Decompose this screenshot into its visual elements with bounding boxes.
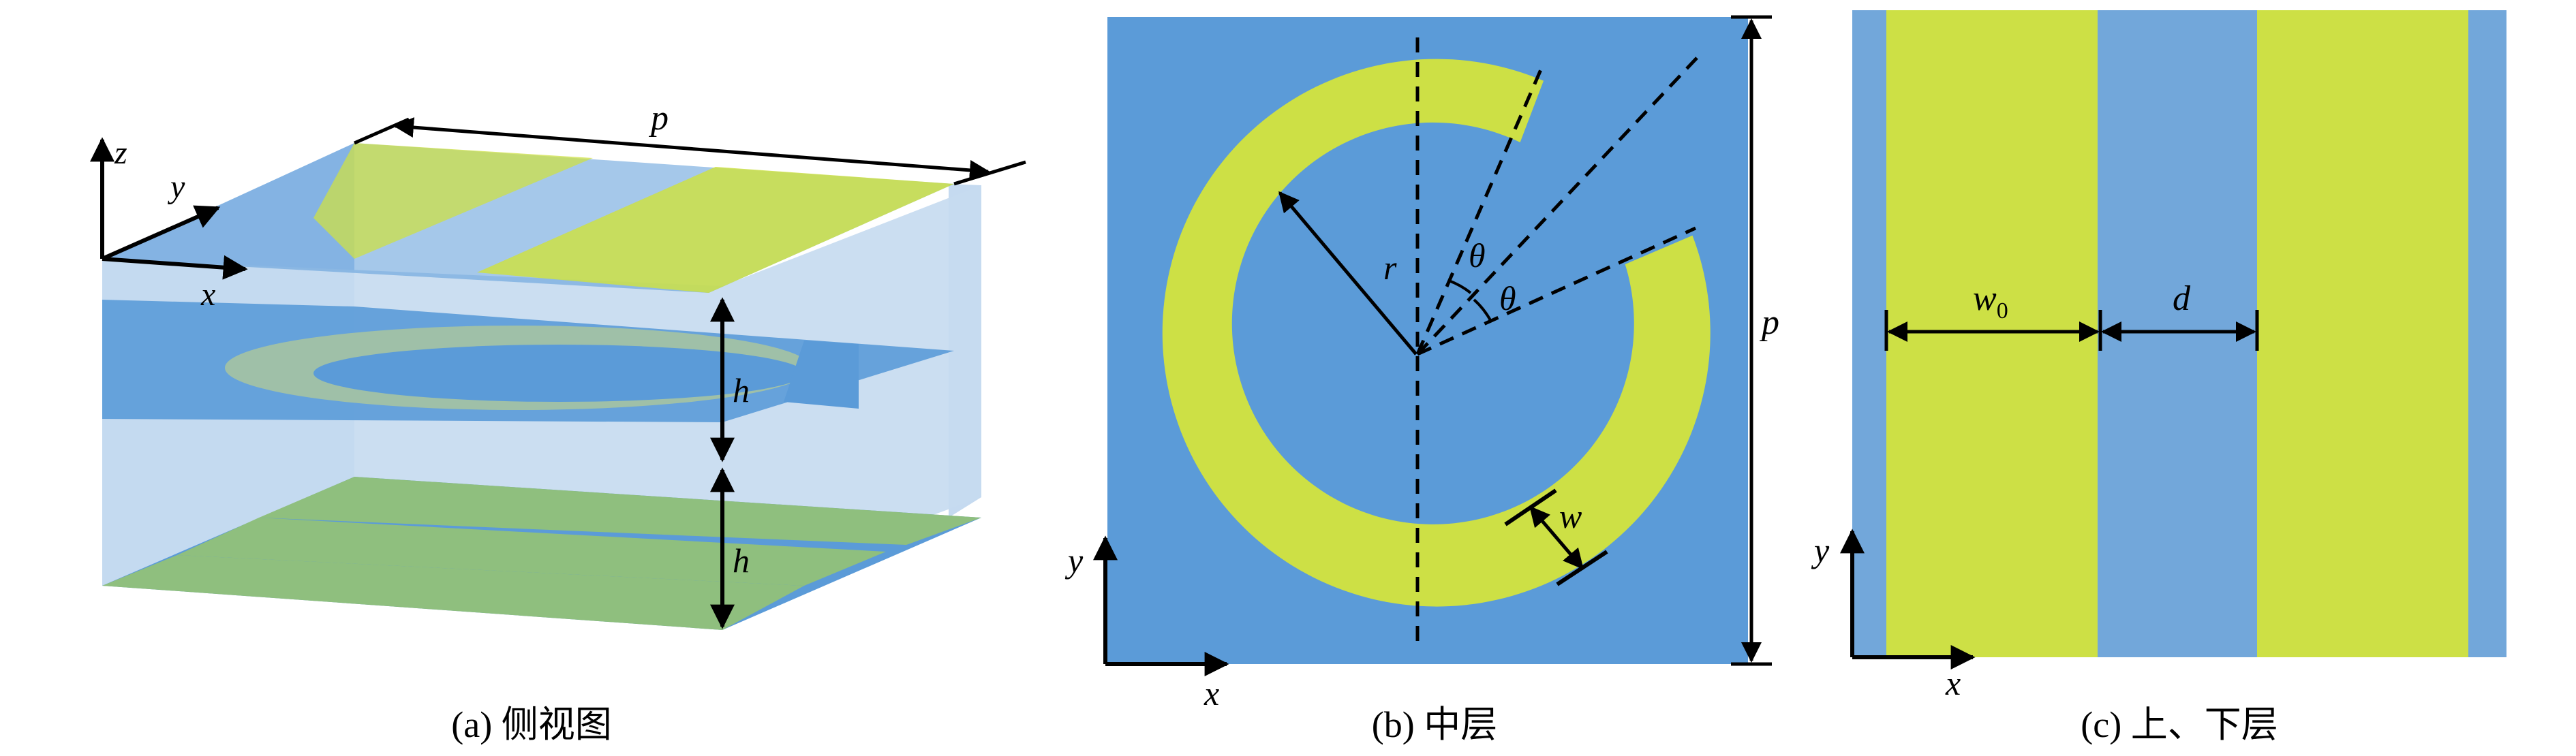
middle-ring-hole (313, 345, 804, 402)
top-strip-2 (477, 167, 954, 293)
c-strip-1 (1886, 10, 2098, 657)
b-theta-label-2: θ (1499, 279, 1516, 317)
b-split-ring (1162, 59, 1711, 607)
b-caption: (b) 中层 (1372, 704, 1497, 745)
b-w-label: w (1559, 497, 1582, 535)
a-z-label: z (114, 135, 127, 171)
a-y-label: y (167, 169, 185, 205)
a-x-axis (102, 255, 248, 280)
b-x-label: x (1203, 674, 1219, 712)
bottom-strip-2 (177, 518, 886, 586)
bottom-strip-1 (259, 477, 981, 545)
a-p-tick-right (953, 160, 1026, 186)
b-y-label: y (1064, 541, 1084, 580)
a-p-tick-left (353, 117, 410, 145)
b-p-label: p (1759, 303, 1779, 342)
c-w0-label-base: w (1973, 279, 1997, 318)
a-x-label: x (200, 277, 215, 313)
a-caption: (a) 侧视图 (451, 704, 611, 745)
b-theta-arc-2 (1473, 298, 1492, 322)
bottom-strip-3 (102, 555, 804, 630)
c-strip-2 (2257, 10, 2468, 657)
panel-b-middle-layer: θ θ r w p y x (b) 中层 (1064, 15, 1779, 745)
a-p-label: p (648, 99, 669, 138)
panel-c-outer-layers: w0 d y x (c) 上、下层 (1811, 10, 2506, 745)
panel-a-side-view: p h h z y x (a) 侧视图 (90, 99, 1026, 745)
b-dashed-line-2 (1416, 57, 1698, 356)
c-w0-label: w0 (1973, 279, 2008, 324)
b-theta-label-1: θ (1469, 236, 1486, 274)
a-p-arrow (393, 117, 990, 180)
b-r-label: r (1383, 249, 1397, 287)
b-dashed-line-1 (1415, 67, 1544, 355)
c-y-label: y (1811, 531, 1830, 569)
a-y-axis (101, 205, 221, 261)
c-d-label: d (2173, 279, 2191, 318)
middle-layer (102, 300, 954, 422)
b-dashed-line-3 (1416, 226, 1697, 356)
c-x-label: x (1945, 664, 1961, 702)
b-theta-arc-1 (1448, 279, 1472, 294)
a-h-label-lower: h (733, 541, 750, 580)
b-w-arrow (1529, 505, 1584, 570)
c-w0-label-sub: 0 (1997, 298, 2008, 324)
a-h-label-upper: h (733, 371, 750, 409)
c-caption: (c) 上、下层 (2081, 704, 2278, 745)
bottom-layer (102, 477, 981, 630)
top-layer (102, 143, 954, 293)
b-r-arrow (1278, 191, 1417, 356)
middle-ring-gap (784, 341, 859, 409)
